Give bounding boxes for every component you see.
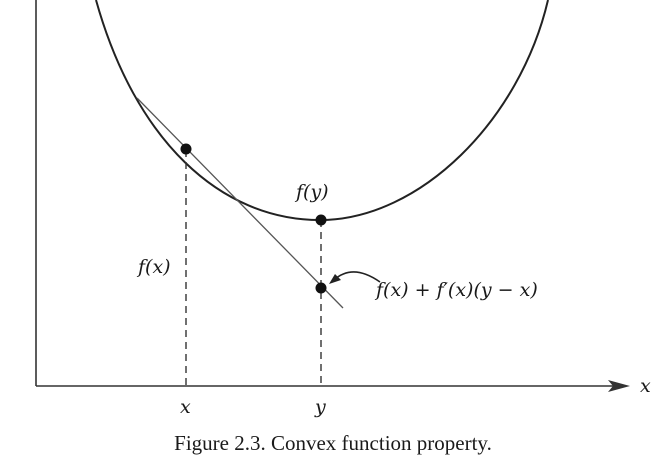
label-fx: f(x) [136,256,171,278]
tick-label-y: y [314,396,326,418]
point-fy [315,214,327,226]
pointer-arrow-icon [333,271,381,283]
point-fx [180,143,192,155]
tick-label-x: x [180,396,191,418]
point-tangent [315,282,327,294]
label-fy: f(y) [294,181,329,203]
x-axis-label: x [640,375,651,397]
figure-caption: Figure 2.3. Convex function property. [174,431,492,455]
pointer-arrowhead-icon [329,274,341,284]
x-axis-arrow-icon [608,380,630,392]
tangent-line [136,97,344,309]
label-tangent: f(x) + f′(x)(y − x) [374,279,538,301]
